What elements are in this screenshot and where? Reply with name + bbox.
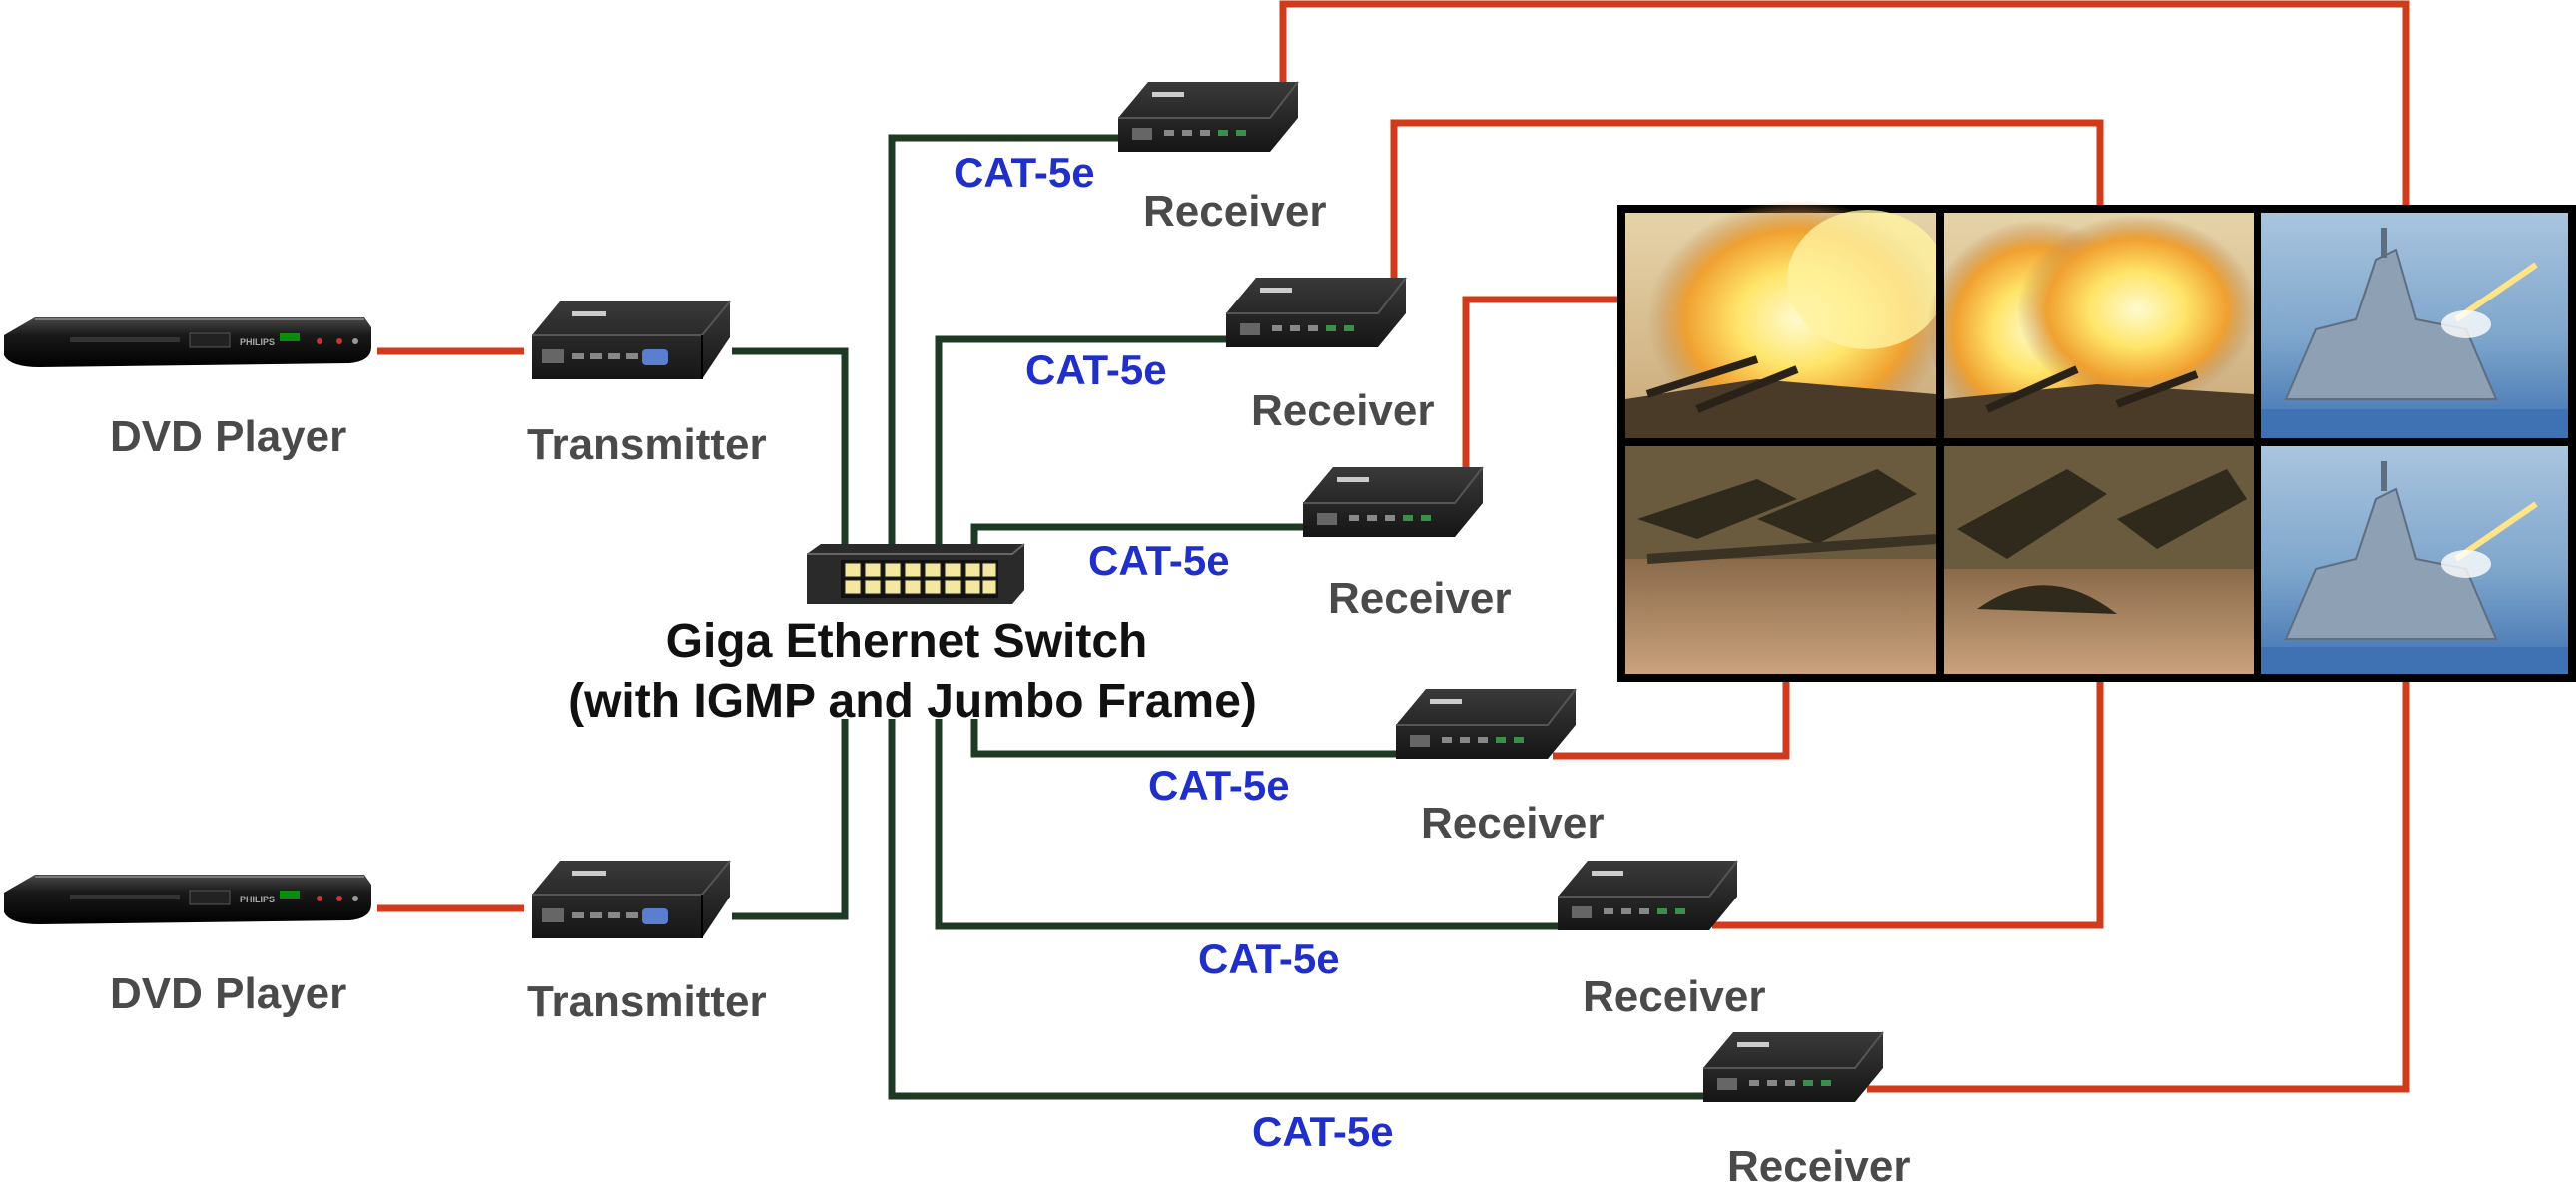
hdmi-cable-receiver-2 xyxy=(1390,119,2104,304)
hdmi-cable-receiver-1 xyxy=(1279,0,2410,205)
receiver-5 xyxy=(1558,860,1738,930)
video-wall-panel-artillery-fire-2 xyxy=(1927,213,2256,439)
cable-label-2: CAT-5e xyxy=(1025,346,1167,393)
cat5e-cable-receiver-6 xyxy=(888,719,1703,1100)
hdmi-cable-receiver-3 xyxy=(1462,296,1617,494)
cat5e-cable-receiver-5 xyxy=(935,719,1558,930)
video-cables xyxy=(377,0,2410,1093)
dvd-player-2: PHILIPS xyxy=(4,875,371,924)
receiver-3 xyxy=(1303,466,1484,537)
cat5e-cable-transmitter-2 xyxy=(732,719,849,920)
receiver-6 xyxy=(1703,1031,1884,1102)
transmitter-2 xyxy=(532,860,731,938)
transmitter-label-1: Transmitter xyxy=(527,420,767,469)
cat5e-cable-transmitter-1 xyxy=(732,347,849,559)
cable-label-4: CAT-5e xyxy=(1148,762,1290,809)
cat5e-cable-receiver-2 xyxy=(935,335,1226,559)
cat5e-cable-receiver-1 xyxy=(888,134,1118,559)
video-wall-panel-artillery-field-1 xyxy=(1625,446,1938,674)
dvd-brand-2: PHILIPS xyxy=(240,895,275,904)
receiver-label-2: Receiver xyxy=(1251,386,1434,435)
video-wall-panel-artillery-fire-1 xyxy=(1625,200,1947,439)
cable-label-1: CAT-5e xyxy=(954,149,1095,196)
switch-subtitle: (with IGMP and Jumbo Frame) xyxy=(568,675,1257,728)
ethernet-switch xyxy=(807,543,1025,604)
video-wall-panel-warship-1 xyxy=(2261,213,2568,438)
network-cables xyxy=(732,134,1703,1100)
hdmi-cable-receiver-4 xyxy=(1553,682,1790,760)
cable-label-6: CAT-5e xyxy=(1252,1108,1394,1155)
receiver-label-6: Receiver xyxy=(1727,1142,1910,1191)
hdmi-cable-receiver-6 xyxy=(1867,682,2410,1093)
cable-label-5: CAT-5e xyxy=(1198,935,1340,982)
dvd-player-label-2: DVD Player xyxy=(110,969,346,1018)
transmitter-label-2: Transmitter xyxy=(527,977,767,1026)
receiver-label-5: Receiver xyxy=(1583,972,1765,1021)
switch-title: Giga Ethernet Switch xyxy=(666,615,1148,668)
receiver-label-4: Receiver xyxy=(1421,799,1604,848)
video-wall-panel-artillery-field-2 xyxy=(1944,446,2254,674)
cat5e-cable-receiver-4 xyxy=(970,719,1396,758)
cable-label-3: CAT-5e xyxy=(1088,537,1230,584)
receiver-4 xyxy=(1396,688,1577,759)
receiver-1 xyxy=(1118,81,1299,152)
transmitter-1 xyxy=(532,300,731,379)
dvd-player-label-1: DVD Player xyxy=(110,412,346,461)
dvd-player-1: PHILIPS xyxy=(4,317,371,367)
hdmi-cable-receiver-5 xyxy=(1712,682,2104,929)
video-wall-panel-warship-2 xyxy=(2261,446,2568,674)
receiver-2 xyxy=(1226,277,1407,347)
receiver-label-1: Receiver xyxy=(1143,187,1326,236)
dvd-brand-1: PHILIPS xyxy=(240,337,275,347)
video-wall xyxy=(1617,200,2576,682)
receiver-label-3: Receiver xyxy=(1328,574,1511,623)
